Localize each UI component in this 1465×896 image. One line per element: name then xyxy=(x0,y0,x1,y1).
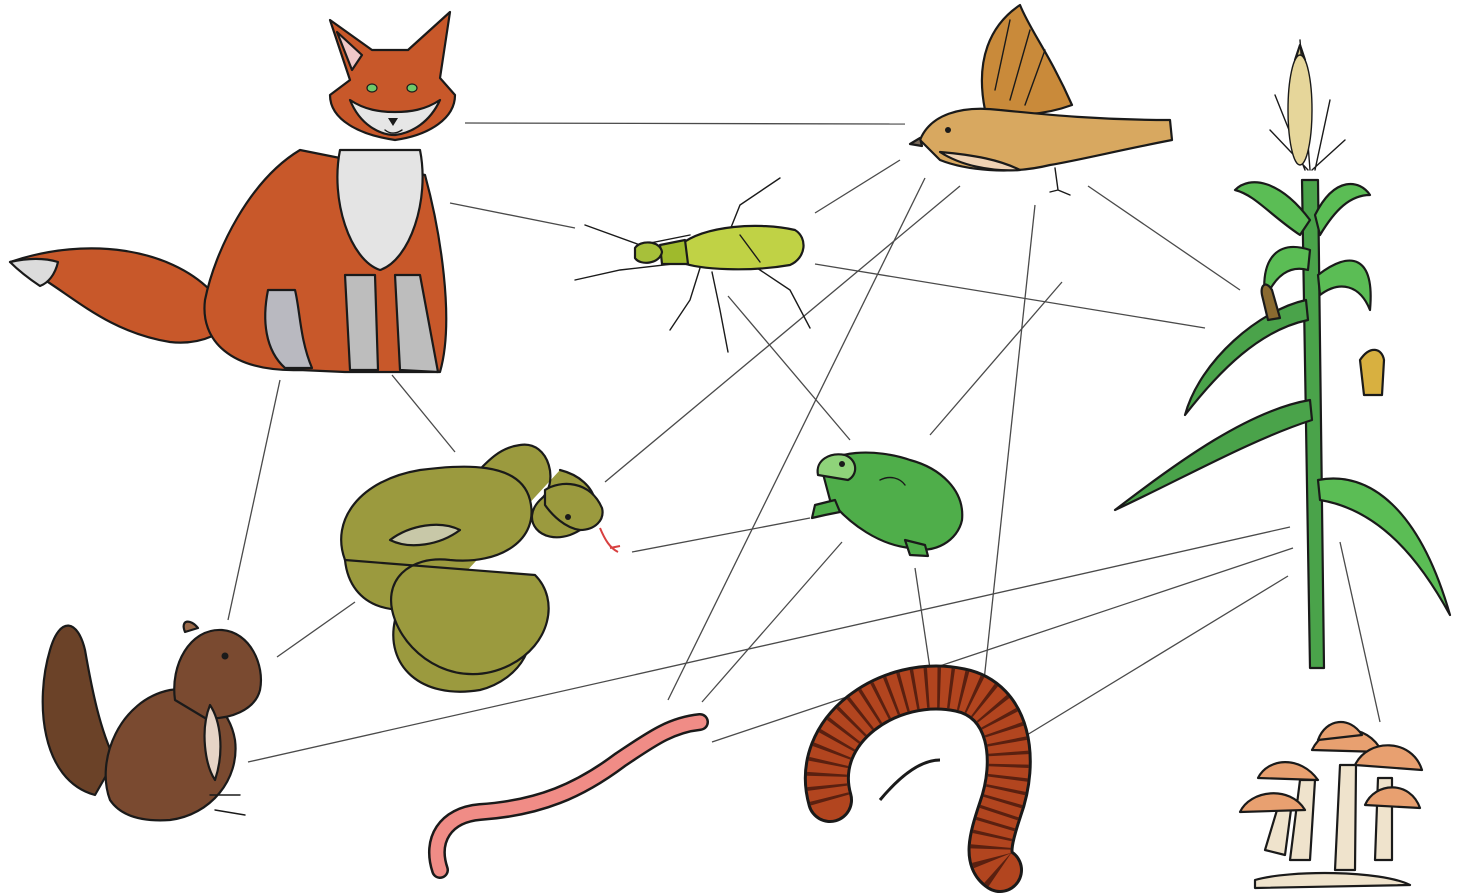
mushroom-icon xyxy=(1240,722,1422,888)
snake-icon xyxy=(341,445,620,692)
link-beetle-corn xyxy=(815,264,1205,328)
bird-icon xyxy=(910,5,1172,195)
beetle-icon xyxy=(575,178,810,352)
frog-icon xyxy=(812,453,962,556)
link-fox-bird xyxy=(465,123,905,124)
fox-icon xyxy=(10,12,455,372)
squirrel-icon xyxy=(43,622,261,821)
link-frog-bird xyxy=(930,282,1062,435)
link-snake-frog xyxy=(632,518,810,552)
earthworm-icon xyxy=(437,722,700,870)
link-snake-squirrel xyxy=(277,602,355,657)
millipede-icon xyxy=(827,688,1009,870)
link-fox-squirrel xyxy=(228,380,280,620)
link-bird-millipede xyxy=(983,205,1035,690)
link-fox-snake xyxy=(392,375,455,452)
link-frog-worm xyxy=(702,542,842,702)
link-fox-beetle xyxy=(450,203,575,228)
link-corn-mushrooms xyxy=(1340,542,1380,722)
link-bird-corn xyxy=(1088,186,1240,290)
link-bird-beetle xyxy=(815,160,900,213)
link-corn-millipede xyxy=(1022,576,1288,738)
